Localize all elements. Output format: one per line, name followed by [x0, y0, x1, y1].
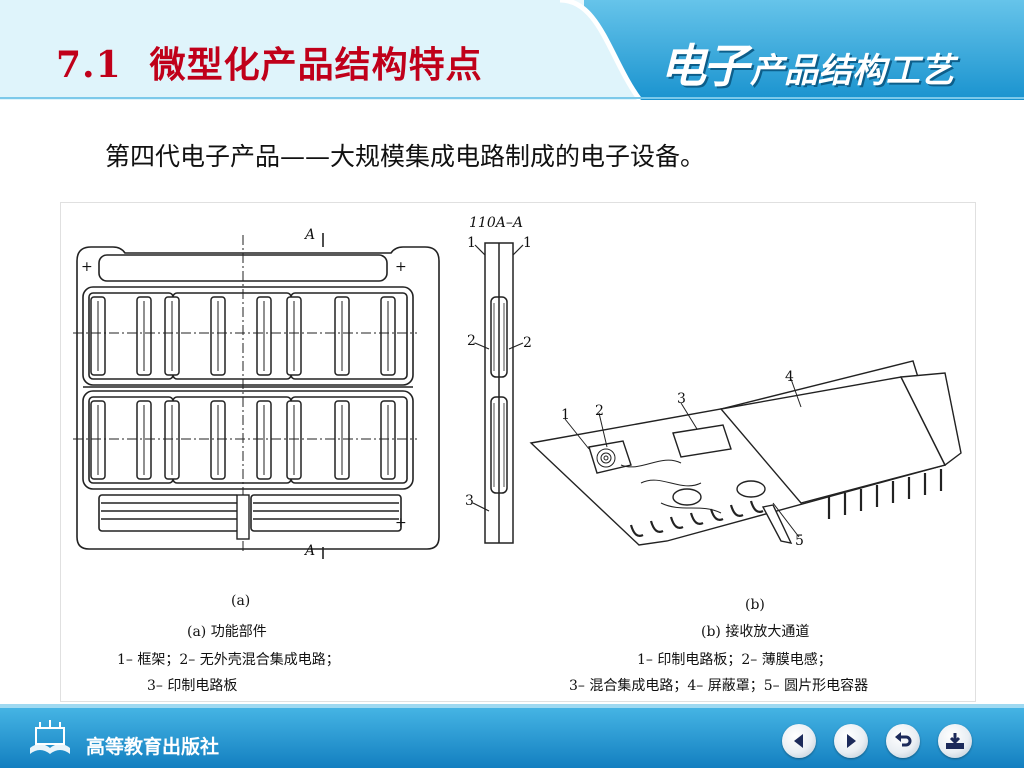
- plus-mark: +: [81, 259, 93, 275]
- section-marker-top: A: [305, 227, 316, 243]
- previous-icon: [794, 734, 803, 748]
- figure-a-caption-line2: 3– 印制电路板: [147, 678, 238, 694]
- header-band: [584, 0, 1024, 100]
- figure-a-caption-line1: 1– 框架；2– 无外壳混合集成电路；: [117, 652, 340, 668]
- home-icon: [946, 733, 964, 749]
- frame-upper-bay: [82, 286, 414, 386]
- section-number: 7.1: [56, 44, 122, 86]
- callout-a-2: 2: [467, 333, 476, 349]
- figure-drawing: [73, 233, 962, 559]
- figure-panel: A A + + + 110A–A 1 1 2 2 3 1 2 3 4 5 (a)…: [60, 202, 976, 702]
- slide-title: 7.1 微型化产品结构特点: [56, 36, 483, 88]
- publisher-name: 高等教育出版社: [86, 736, 220, 758]
- frame-lower-bay: [82, 390, 414, 490]
- callout-a-2: 2: [523, 335, 532, 351]
- previous-button[interactable]: [782, 724, 816, 758]
- brand-big-text: 电子: [660, 39, 749, 93]
- callout-b-5: 5: [795, 533, 804, 549]
- header-curve: [0, 0, 1024, 100]
- return-button[interactable]: [886, 724, 920, 758]
- film-inductor: [588, 440, 632, 474]
- home-button[interactable]: [938, 724, 972, 758]
- capacitor-1: [672, 488, 702, 506]
- slide-subtitle: 第四代电子产品——大规模集成电路制成的电子设备。: [105, 142, 706, 171]
- footer-divider: [0, 704, 1024, 708]
- figure-b-caption-title: (b) 接收放大通道: [701, 624, 810, 640]
- callout-b-4: 4: [785, 369, 794, 385]
- slide-header: 7.1 微型化产品结构特点 电子产品结构工艺: [0, 0, 1024, 100]
- callout-b-3: 3: [677, 391, 686, 407]
- brand-small-text: 产品结构工艺: [750, 51, 954, 91]
- publisher-logo-icon: [30, 720, 70, 754]
- hybrid-ic: [672, 424, 732, 458]
- figure-b-label: (b): [745, 597, 765, 613]
- section-title: 微型化产品结构特点: [149, 44, 483, 86]
- next-icon: [847, 734, 856, 748]
- return-icon: [895, 732, 912, 747]
- section-marker-bottom: A: [305, 543, 316, 559]
- plus-mark: +: [395, 515, 407, 531]
- callout-b-2: 2: [595, 403, 604, 419]
- figure-a-caption-title: (a) 功能部件: [187, 624, 267, 640]
- next-button[interactable]: [834, 724, 868, 758]
- callout-a-1: 1: [523, 235, 532, 251]
- figure-b-caption-line1: 1– 印制电路板；2– 薄膜电感；: [637, 652, 832, 668]
- callout-b-1: 1: [561, 407, 570, 423]
- callout-a-3: 3: [465, 493, 474, 509]
- plus-mark: +: [395, 259, 407, 275]
- figure-b-caption-line2: 3– 混合集成电路；4– 屏蔽罩；5– 圆片形电容器: [569, 678, 869, 694]
- brand-logo: 电子产品结构工艺: [660, 30, 954, 96]
- callout-a-1: 1: [467, 235, 476, 251]
- figure-a-label: (a): [231, 593, 251, 609]
- section-title: 110A–A: [469, 215, 523, 231]
- frame-outline: [76, 246, 440, 550]
- capacitor-2: [736, 480, 766, 498]
